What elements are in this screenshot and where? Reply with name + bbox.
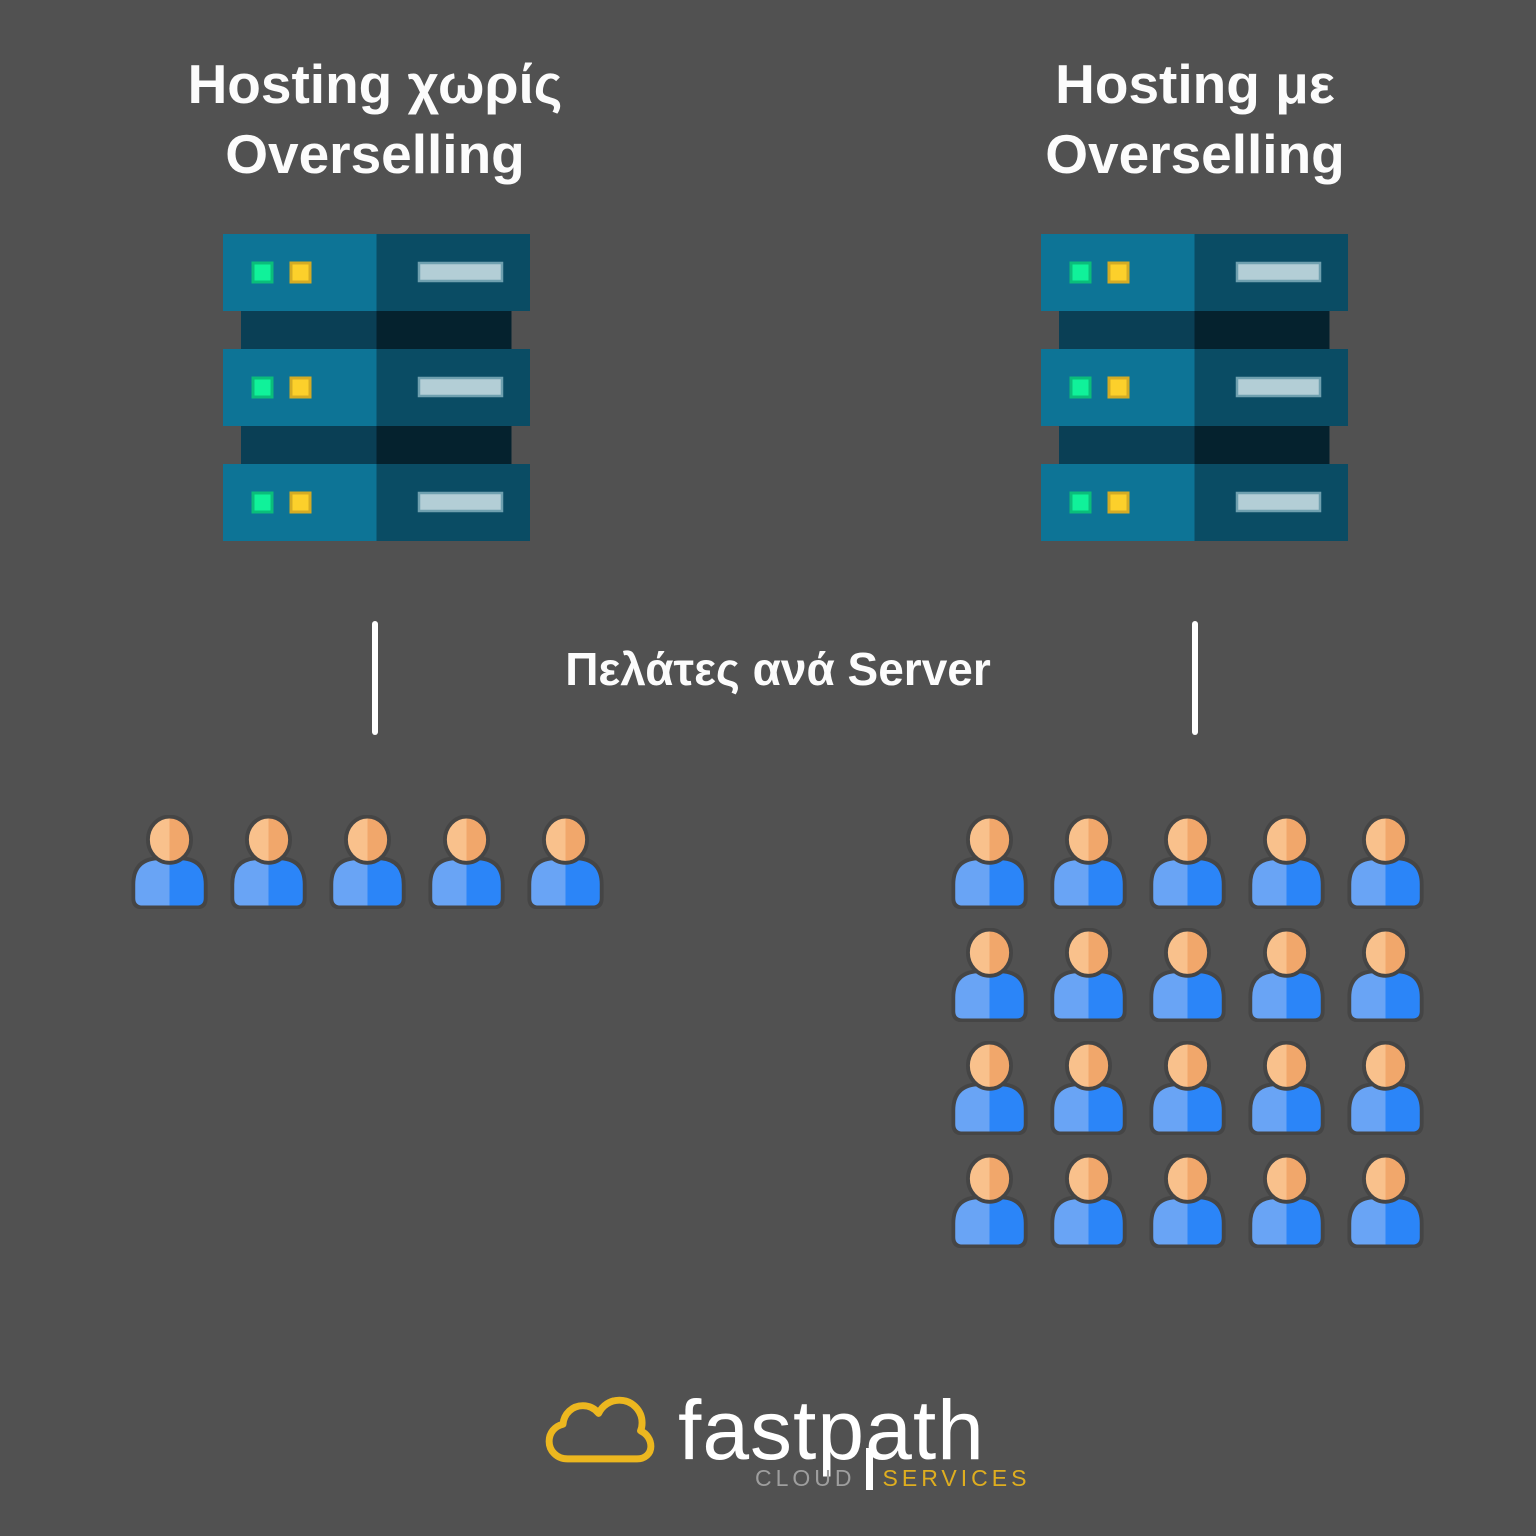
- logo-brand-text: fastpath: [678, 1383, 985, 1477]
- person-icon: [428, 815, 505, 909]
- person-icon: [1347, 1041, 1424, 1135]
- left-title-line2: Overselling: [225, 122, 525, 185]
- person-icon: [1050, 815, 1127, 909]
- logo-tagline: CLOUD SERVICES: [755, 1448, 1030, 1490]
- server-stack-icon-left: [223, 234, 530, 542]
- right-panel-title: Hosting με Overselling: [935, 50, 1455, 190]
- person-icon: [1149, 815, 1226, 909]
- person-icon: [1248, 928, 1325, 1022]
- logo-separator-bar: [865, 1448, 873, 1490]
- person-icon: [1050, 928, 1127, 1022]
- person-icon: [527, 815, 604, 909]
- person-icon: [1248, 1154, 1325, 1248]
- person-icon: [951, 1154, 1028, 1248]
- person-icon: [1248, 1041, 1325, 1135]
- right-title-line1: Hosting με: [1055, 53, 1335, 115]
- person-icon: [1149, 1041, 1226, 1135]
- person-icon: [1050, 1041, 1127, 1135]
- person-icon: [131, 815, 208, 909]
- customer-group-left: [131, 815, 604, 909]
- logo-tagline-cloud: CLOUD: [755, 1464, 856, 1491]
- right-title-line2: Overselling: [1045, 122, 1345, 185]
- customers-per-server-label: Πελάτες ανά Server: [565, 643, 991, 695]
- person-icon: [951, 815, 1028, 909]
- person-icon: [1347, 815, 1424, 909]
- person-icon: [1248, 815, 1325, 909]
- connector-line-right: [1192, 621, 1198, 735]
- person-icon: [230, 815, 307, 909]
- fastpath-logo: fastpath CLOUD SERVICES: [543, 1388, 1053, 1500]
- connector-line-left: [372, 621, 378, 735]
- person-icon: [1149, 1154, 1226, 1248]
- person-icon: [1347, 1154, 1424, 1248]
- person-icon: [1347, 928, 1424, 1022]
- logo-tagline-services: SERVICES: [882, 1464, 1031, 1491]
- left-panel-title: Hosting χωρίς Overselling: [115, 50, 635, 190]
- person-icon: [1050, 1154, 1127, 1248]
- cloud-icon: [543, 1396, 657, 1470]
- person-icon: [951, 1041, 1028, 1135]
- server-stack-icon-right: [1041, 234, 1348, 542]
- person-icon: [329, 815, 406, 909]
- left-title-line1: Hosting χωρίς: [187, 53, 563, 115]
- person-icon: [951, 928, 1028, 1022]
- customer-group-right: [951, 815, 1424, 1248]
- person-icon: [1149, 928, 1226, 1022]
